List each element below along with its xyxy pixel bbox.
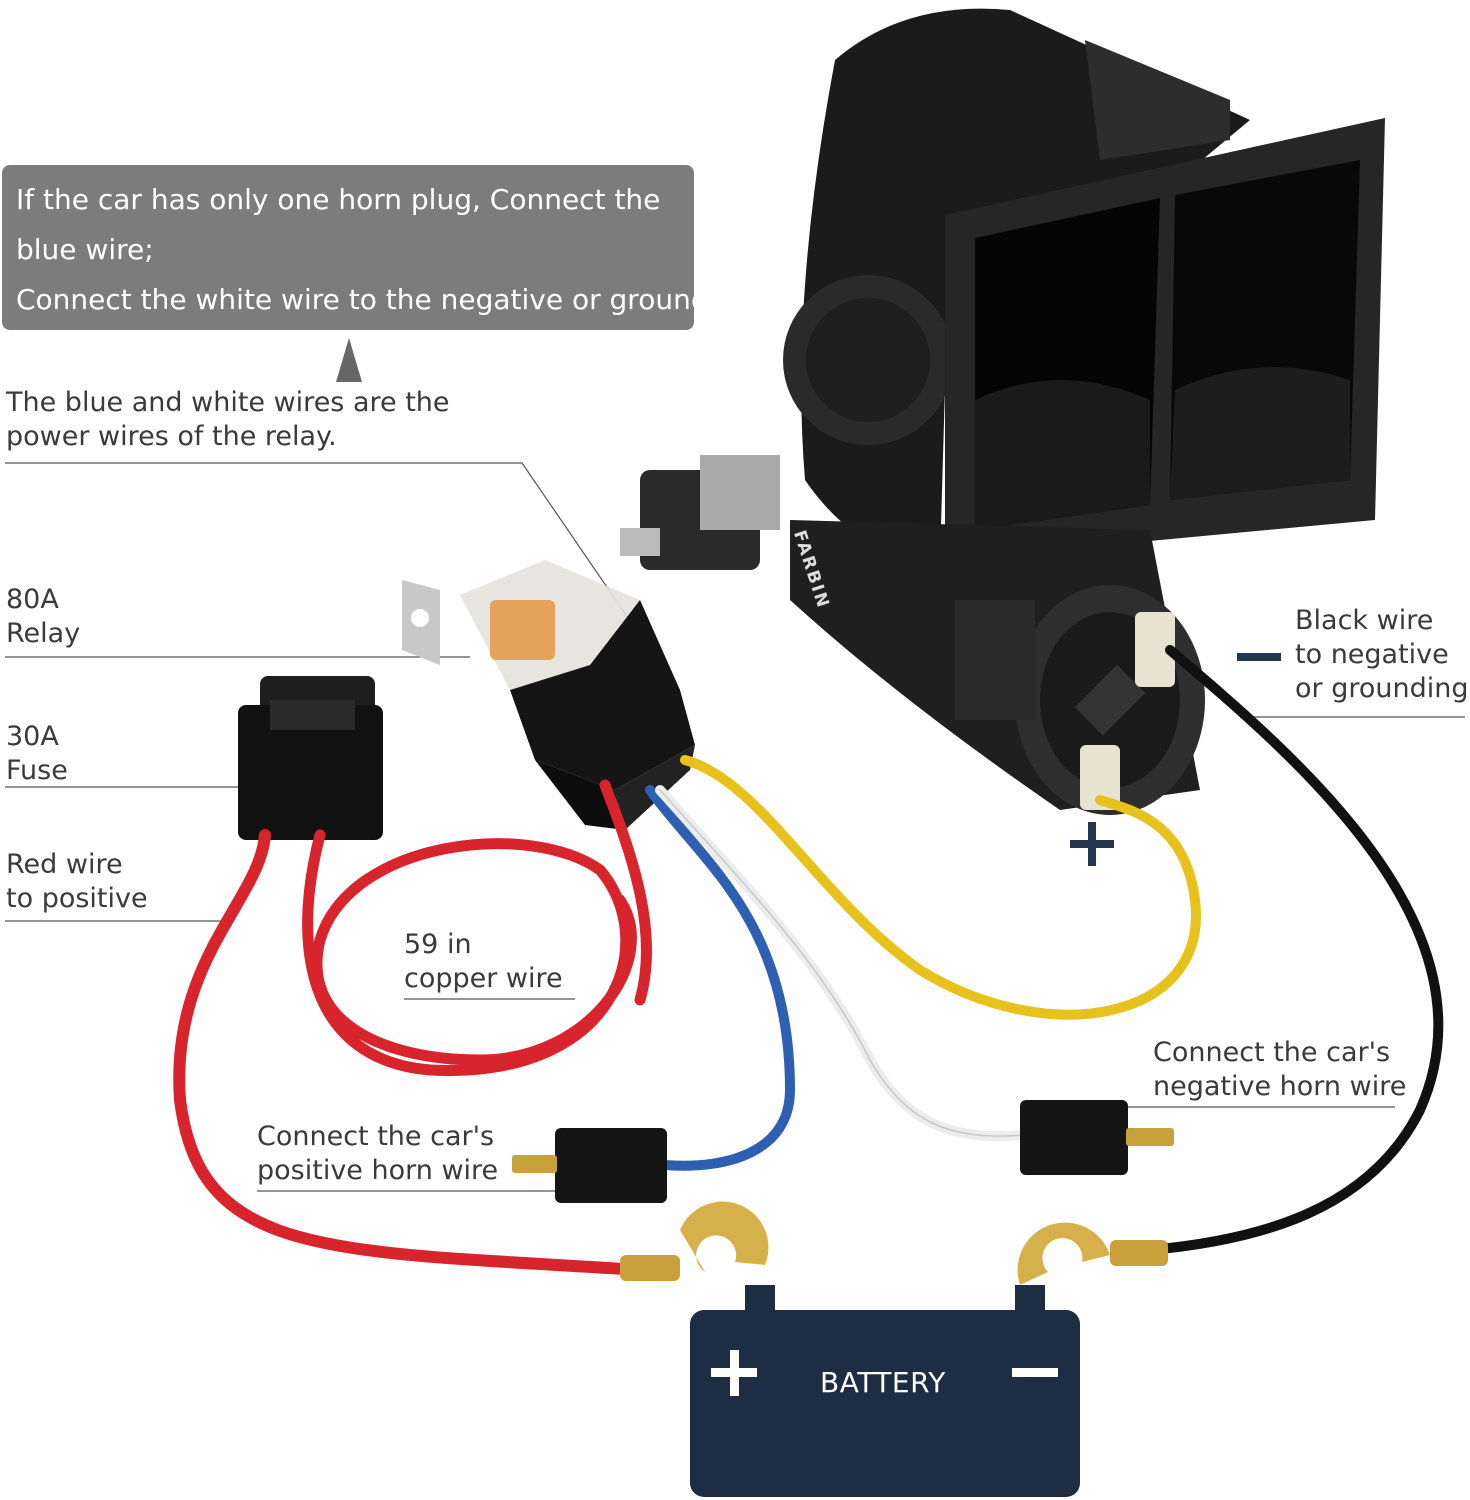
copper-wire-label: 59 in copper wire	[404, 929, 563, 994]
yellow-wire	[680, 755, 1201, 1020]
positive-horn-wire-label: Connect the car's positive horn wire	[257, 1121, 499, 1186]
blue-wire	[645, 785, 796, 1171]
horn-connectors	[512, 1100, 1174, 1203]
callout-pointer-icon	[336, 338, 362, 382]
wires	[173, 645, 1444, 1276]
relay-illustration	[402, 560, 695, 830]
wiring-note-callout: If the car has only one horn plug, Conne…	[2, 165, 718, 330]
battery-illustration	[690, 1285, 1080, 1497]
white-wire-edge	[659, 789, 1026, 1137]
negative-horn-wire-label: Connect the car's negative horn wire	[1153, 1037, 1407, 1102]
ring-terminals	[620, 1201, 1168, 1285]
red-wire-relay	[599, 779, 652, 1006]
black-wire	[1145, 645, 1444, 1255]
horn-plus-sign	[1070, 822, 1114, 866]
horn-illustration	[620, 8, 1385, 815]
power-wires-label: The blue and white wires are the power w…	[6, 387, 450, 452]
negative-sign-icon	[1237, 653, 1281, 661]
black-wire-label: Black wire to negative or grounding	[1295, 605, 1469, 704]
callout-line-3: Connect the white wire to the negative o…	[16, 283, 718, 316]
battery-label: BATTERY	[820, 1366, 946, 1399]
relay-label: 80A Relay	[6, 584, 81, 649]
callout-line-2: blue wire;	[16, 233, 154, 266]
fuse-holder-illustration	[238, 676, 383, 840]
red-wire-label: Red wire to positive	[6, 849, 148, 914]
fuse-label: 30A Fuse	[6, 721, 68, 786]
white-wire	[655, 785, 1030, 1142]
red-wire-coil	[302, 829, 637, 1076]
red-wire-main	[173, 829, 646, 1276]
callout-line-1: If the car has only one horn plug, Conne…	[16, 183, 661, 216]
